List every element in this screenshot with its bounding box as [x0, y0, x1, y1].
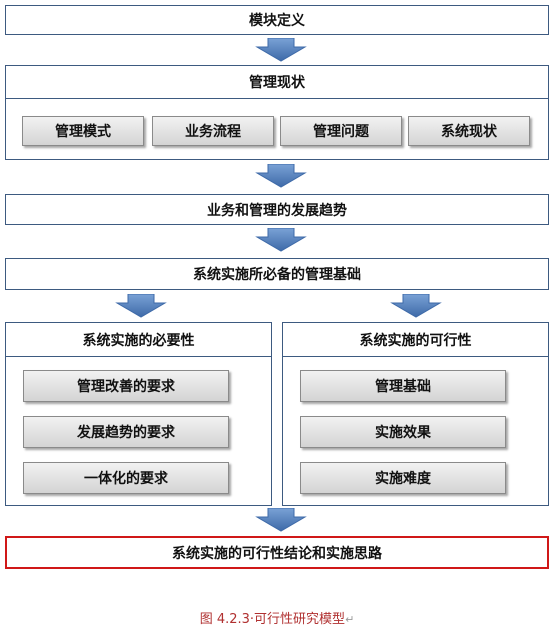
management-mode-label: 管理模式	[55, 124, 111, 140]
business-process-item: 业务流程	[152, 116, 274, 146]
management-improvement-item: 管理改善的要求	[23, 370, 229, 402]
business-process-label: 业务流程	[185, 124, 241, 140]
management-status-title: 管理现状	[6, 66, 548, 99]
system-foundation-label: 系统实施所必备的管理基础	[193, 267, 361, 283]
figure-caption: 图 4.2.3·可行性研究模型↵	[0, 608, 554, 627]
caption-text: 图 4.2.3·可行性研究模型	[199, 612, 346, 627]
implementation-effect-label: 实施效果	[375, 425, 431, 441]
management-improvement-label: 管理改善的要求	[77, 379, 175, 395]
development-trend-label: 业务和管理的发展趋势	[207, 202, 347, 219]
feasibility-panel: 系统实施的可行性 管理基础 实施效果 实施难度	[282, 322, 549, 506]
necessity-title: 系统实施的必要性	[6, 323, 271, 357]
system-status-item: 系统现状	[408, 116, 530, 146]
down-arrow-icon	[115, 294, 167, 318]
trend-requirement-item: 发展趋势的要求	[23, 416, 229, 448]
down-arrow-icon	[255, 38, 307, 62]
implementation-difficulty-label: 实施难度	[375, 471, 431, 487]
conclusion-box: 系统实施的可行性结论和实施思路	[5, 536, 549, 569]
system-foundation-box: 系统实施所必备的管理基础	[5, 258, 549, 290]
down-arrow-icon	[255, 228, 307, 252]
system-status-label: 系统现状	[441, 124, 497, 140]
module-definition-box: 模块定义	[5, 5, 549, 35]
management-mode-item: 管理模式	[22, 116, 144, 146]
development-trend-box: 业务和管理的发展趋势	[5, 194, 549, 225]
down-arrow-icon	[390, 294, 442, 318]
management-foundation-item: 管理基础	[300, 370, 506, 402]
down-arrow-icon	[255, 508, 307, 532]
integration-requirement-item: 一体化的要求	[23, 462, 229, 494]
implementation-effect-item: 实施效果	[300, 416, 506, 448]
down-arrow-icon	[255, 164, 307, 188]
necessity-panel: 系统实施的必要性 管理改善的要求 发展趋势的要求 一体化的要求	[5, 322, 272, 506]
management-problem-item: 管理问题	[280, 116, 402, 146]
management-foundation-label: 管理基础	[375, 379, 431, 395]
management-problem-label: 管理问题	[313, 124, 369, 140]
trend-requirement-label: 发展趋势的要求	[77, 425, 175, 441]
integration-requirement-label: 一体化的要求	[84, 471, 168, 487]
module-definition-label: 模块定义	[249, 13, 305, 29]
management-status-panel: 管理现状 管理模式 业务流程 管理问题 系统现状	[5, 65, 549, 160]
conclusion-label: 系统实施的可行性结论和实施思路	[172, 545, 382, 562]
feasibility-title: 系统实施的可行性	[283, 323, 548, 357]
implementation-difficulty-item: 实施难度	[300, 462, 506, 494]
paragraph-mark: ↵	[345, 613, 355, 626]
